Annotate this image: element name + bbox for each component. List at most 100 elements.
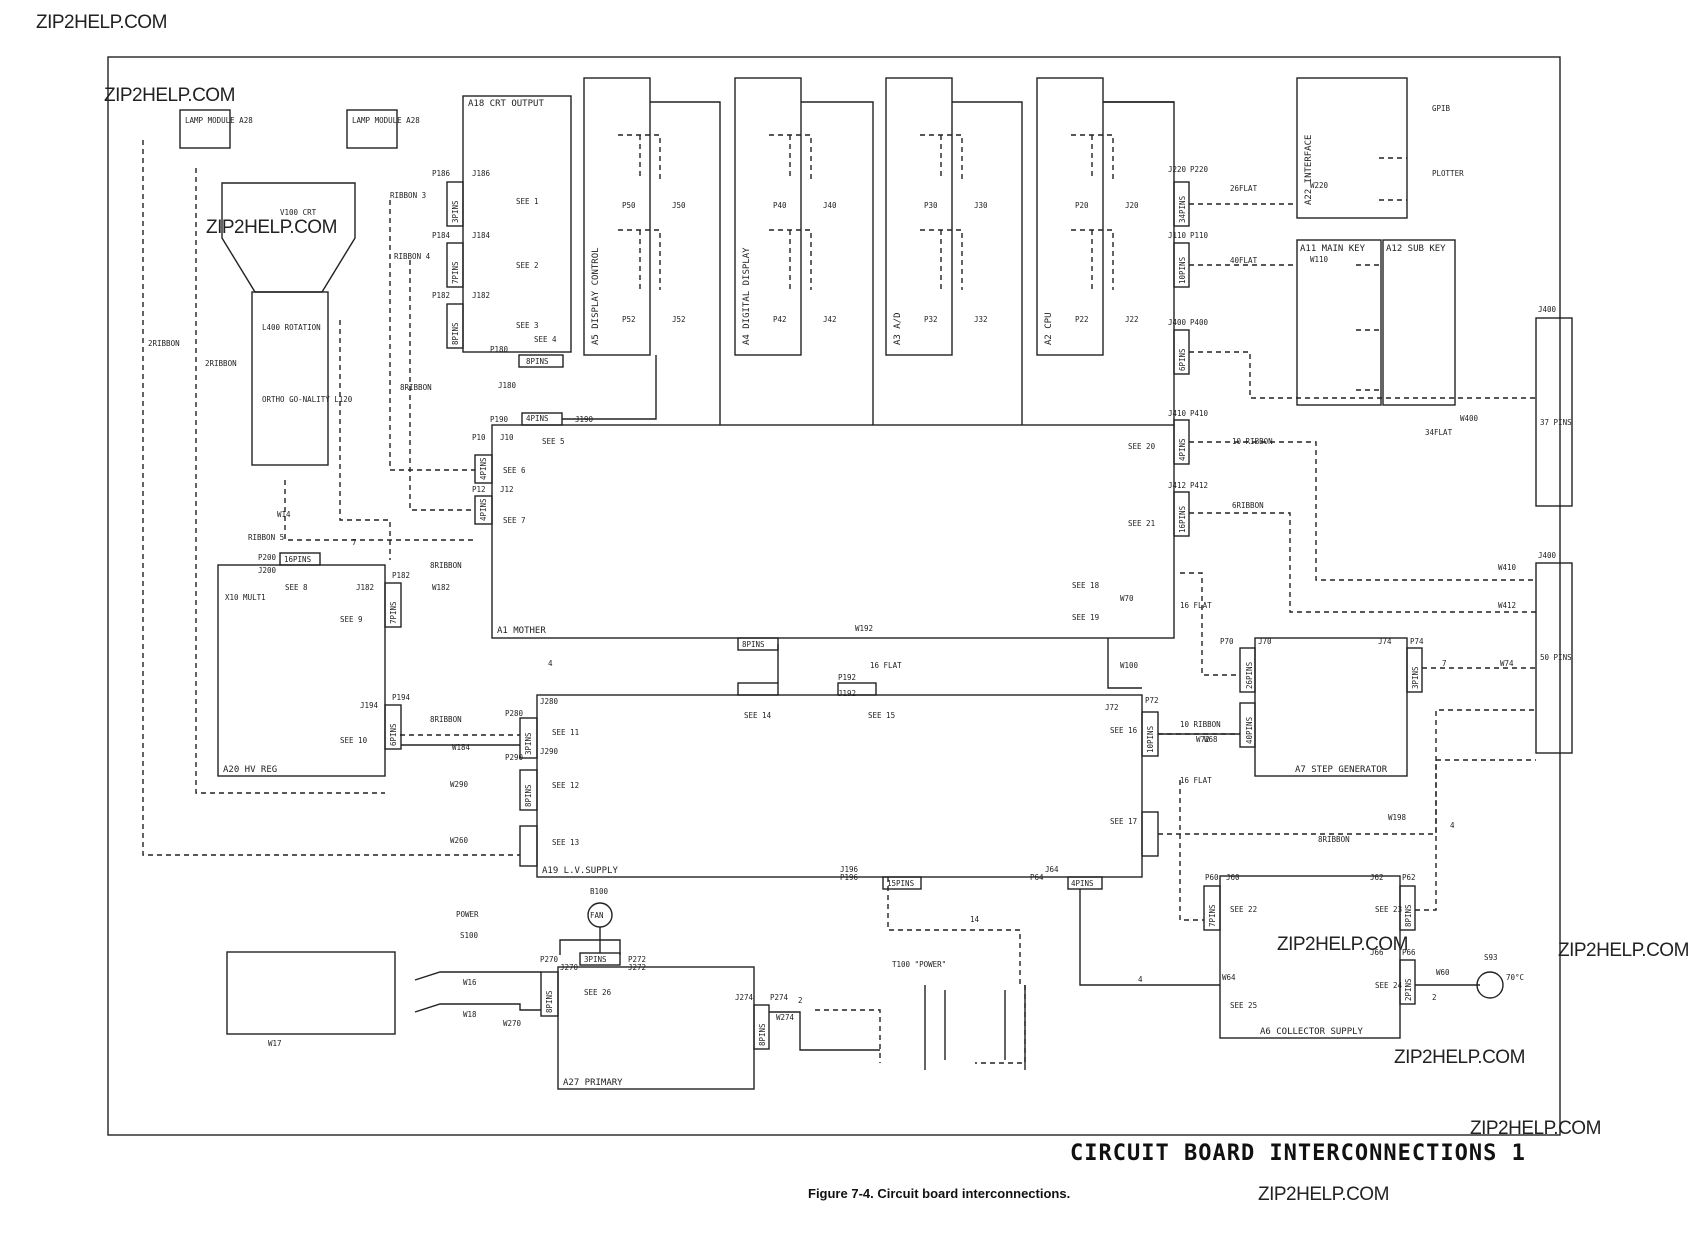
connector-j410-55: J410 xyxy=(1168,409,1187,418)
cable-label-3: RIBBON 4 xyxy=(394,252,431,261)
cable-label-11: 16 FLAT xyxy=(1180,601,1212,610)
label-hv-mult: X10 MULT1 xyxy=(225,593,266,602)
connector-p200-14: P200 xyxy=(258,553,277,562)
pins-label-6: 4PINS xyxy=(479,498,488,521)
pins-label-11: 8PINS xyxy=(524,784,533,807)
connector-j52-61: J52 xyxy=(672,315,686,324)
wire-w110-13: W110 xyxy=(1310,255,1329,264)
pins-label-8: 7PINS xyxy=(389,601,398,624)
connector-p30-66: P30 xyxy=(924,201,938,210)
label-lamp2: LAMP MODULE A28 xyxy=(352,116,420,125)
pins-label-28: 8PINS xyxy=(545,990,554,1013)
cable-label-22: 2 xyxy=(1432,993,1437,1002)
ac-inlet-block xyxy=(226,951,396,1035)
wire-w60-20: W60 xyxy=(1436,968,1450,977)
label-plotter: PLOTTER xyxy=(1432,169,1464,178)
label-switch: S100 xyxy=(460,931,479,940)
connector-j270-43: J270 xyxy=(560,963,579,972)
see-ref-15: SEE 16 xyxy=(1110,726,1138,735)
connector-p10-10: P10 xyxy=(472,433,486,442)
connector-j182-5: J182 xyxy=(472,291,490,300)
label-a18: A18 CRT OUTPUT xyxy=(468,99,544,109)
wire-w412-16: W412 xyxy=(1498,601,1516,610)
pins-label-23: 8PINS xyxy=(1404,904,1413,927)
label-power: POWER xyxy=(456,910,479,919)
connector-j192-25: J192 xyxy=(838,689,856,698)
label-rotation: L400 ROTATION xyxy=(262,323,321,332)
connector-p60-32: P60 xyxy=(1205,873,1219,882)
see-ref-2: SEE 3 xyxy=(516,321,539,330)
label-a7: A7 STEP GENERATOR xyxy=(1295,765,1388,775)
cable-label-24: 7 xyxy=(1442,659,1447,668)
label-temp: S93 xyxy=(1484,953,1498,962)
pins-label-19: 4PINS xyxy=(1178,438,1187,461)
pins-label-16: 34PINS xyxy=(1178,195,1187,223)
label-ext-pins50: 50 PINS xyxy=(1540,653,1572,662)
pins-label-0: 3PINS xyxy=(451,200,460,223)
wire-w192-4: W192 xyxy=(855,624,873,633)
a3-block xyxy=(885,77,953,356)
cable-label-19: 6RIBBON xyxy=(1232,501,1264,510)
connector-p400-52: P400 xyxy=(1190,318,1209,327)
connector-p50-58: P50 xyxy=(622,201,636,210)
pins-label-5: 4PINS xyxy=(479,457,488,480)
connector-p192-24: P192 xyxy=(838,673,856,682)
see-ref-17: SEE 18 xyxy=(1072,581,1100,590)
label-lamp1: LAMP MODULE A28 xyxy=(185,116,253,125)
connector-p412-56: P412 xyxy=(1190,481,1208,490)
label-ext-top: J400 xyxy=(1538,305,1557,314)
connector-p52-60: P52 xyxy=(622,315,636,324)
wire-w198-11: W198 xyxy=(1388,813,1407,822)
a18-block xyxy=(462,95,572,353)
see-ref-21: SEE 22 xyxy=(1230,905,1257,914)
see-ref-12: SEE 13 xyxy=(552,838,579,847)
connector-p22-72: P22 xyxy=(1075,315,1089,324)
label-a27: A27 PRIMARY xyxy=(563,1078,623,1088)
lamp-module-2 xyxy=(346,109,398,149)
diagram-frame xyxy=(107,56,1561,1136)
wire-w70-8: W70 xyxy=(1120,594,1134,603)
connector-p70-28: P70 xyxy=(1220,637,1234,646)
cable-label-6: 7 xyxy=(352,538,357,547)
see-ref-11: SEE 12 xyxy=(552,781,579,790)
connector-p220-48: P220 xyxy=(1190,165,1209,174)
connector-p180-6: P180 xyxy=(490,345,509,354)
see-ref-8: SEE 9 xyxy=(340,615,363,624)
connector-j272-45: J272 xyxy=(628,963,646,972)
connector-j32-69: J32 xyxy=(974,315,988,324)
connector-p194-18: P194 xyxy=(392,693,411,702)
connector-j220-49: J220 xyxy=(1168,165,1187,174)
connector-p42-64: P42 xyxy=(773,315,787,324)
see-ref-14: SEE 15 xyxy=(868,711,895,720)
connector-p182-16: P182 xyxy=(392,571,410,580)
see-ref-24: SEE 25 xyxy=(1230,1001,1257,1010)
see-ref-13: SEE 14 xyxy=(744,711,772,720)
connector-p12-12: P12 xyxy=(472,485,486,494)
see-ref-19: SEE 20 xyxy=(1128,442,1156,451)
a22-block xyxy=(1296,77,1408,219)
label-a4: A4 DIGITAL DISPLAY xyxy=(742,247,752,345)
wire-w270-23: W270 xyxy=(503,1019,522,1028)
label-a12: A12 SUB KEY xyxy=(1386,244,1446,254)
cable-label-7: 8RIBBON xyxy=(430,561,462,570)
watermark-6: ZIP2HELP.COM xyxy=(1394,1047,1525,1068)
connector-p72-26: P72 xyxy=(1145,696,1159,705)
a7-block xyxy=(1254,637,1408,777)
connector-j74-31: J74 xyxy=(1378,637,1392,646)
connector-j22-73: J22 xyxy=(1125,315,1139,324)
connector-p290-22: P290 xyxy=(505,753,524,762)
label-fan-ref: B100 xyxy=(590,887,609,896)
cable-label-23: 4 xyxy=(1450,821,1455,830)
connector-j110-51: J110 xyxy=(1168,231,1187,240)
label-gpib: GPIB xyxy=(1432,104,1451,113)
pins-label-15: 40PINS xyxy=(1245,716,1254,744)
see-ref-25: SEE 26 xyxy=(584,988,612,997)
connector-j64-39: J64 xyxy=(1045,865,1059,874)
connector-p186-0: P186 xyxy=(432,169,451,178)
cable-label-13: 16 FLAT xyxy=(1180,776,1212,785)
lamp-module-1 xyxy=(179,109,231,149)
cable-label-21: 4 xyxy=(1138,975,1143,984)
cable-label-20: 14 xyxy=(970,915,980,924)
see-ref-5: SEE 6 xyxy=(503,466,526,475)
wire-w18-18: W18 xyxy=(463,1010,477,1019)
